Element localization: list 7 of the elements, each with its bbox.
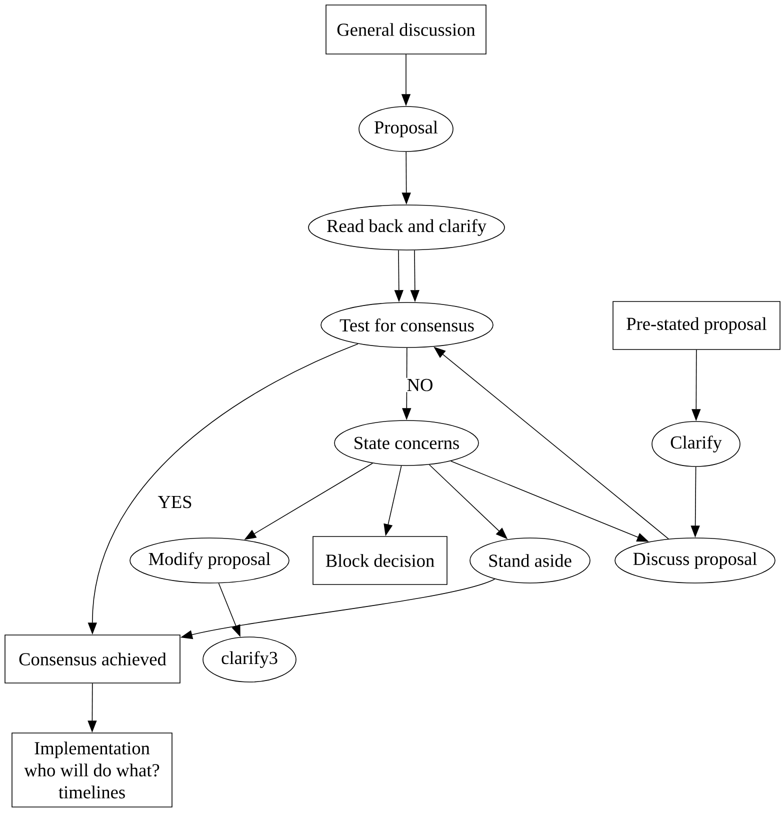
process-box: Pre-stated proposal xyxy=(612,301,780,350)
edge-label: NO xyxy=(406,378,434,392)
process-box: Implementation who will do what? timelines xyxy=(12,732,172,808)
process-box: Block decision xyxy=(312,536,448,585)
process-box: Consensus achieved xyxy=(4,634,180,684)
process-box: General discussion xyxy=(326,4,486,54)
edge-label: YES xyxy=(156,494,194,510)
